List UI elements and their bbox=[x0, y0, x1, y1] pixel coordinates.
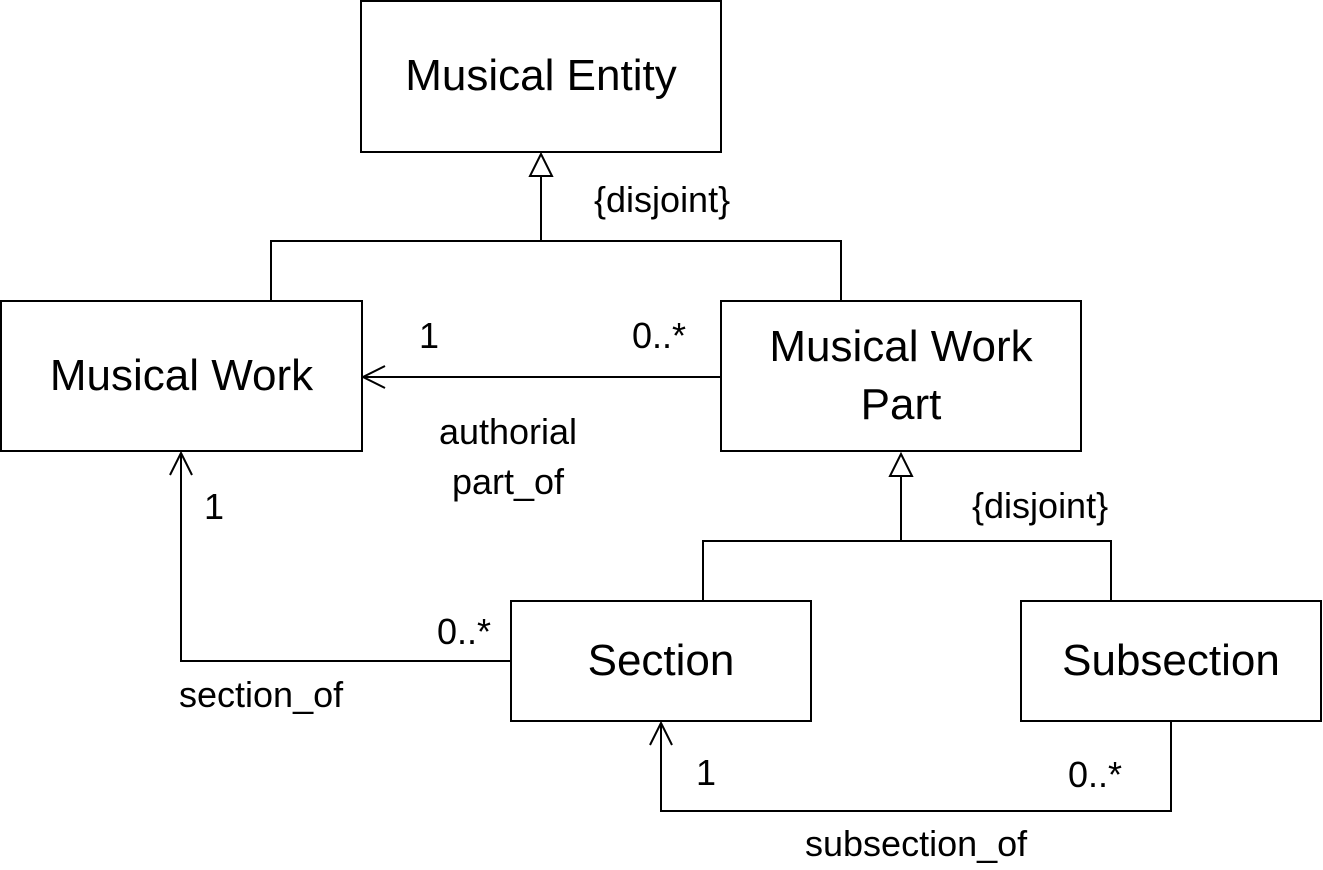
association-subsection-of-arrow bbox=[649, 720, 673, 746]
constraint-disjoint-top: {disjoint} bbox=[594, 179, 731, 220]
class-subsection-label: Subsection bbox=[1062, 635, 1280, 685]
generalization-musical-work-part-line bbox=[541, 240, 842, 301]
class-musical-work-label: Musical Work bbox=[49, 350, 314, 400]
class-musical-work[interactable]: Musical Work bbox=[0, 300, 363, 452]
association-section-of-line bbox=[180, 453, 511, 662]
association-subsection-of-line bbox=[660, 721, 1172, 812]
association-authorial-part-of-name-line-2: part_of bbox=[451, 461, 565, 503]
class-musical-entity[interactable]: Musical Entity bbox=[360, 0, 722, 153]
multiplicity-subsection-of-source: 0..* bbox=[1068, 754, 1123, 795]
generalization-arrowhead-bottom bbox=[888, 451, 914, 477]
generalization-musical-work-line bbox=[270, 240, 541, 301]
association-authorial-part-of-name-line-1: authorial bbox=[438, 411, 578, 452]
multiplicity-authorial-source: 0..* bbox=[632, 315, 687, 356]
class-section-label: Section bbox=[587, 635, 735, 685]
association-authorial-part-of-arrow bbox=[360, 365, 386, 389]
multiplicity-section-of-source: 0..* bbox=[437, 611, 492, 652]
class-section[interactable]: Section bbox=[510, 600, 812, 722]
association-authorial-part-of-name: authorial part_of bbox=[408, 410, 608, 503]
generalization-arrowhead-top bbox=[528, 151, 554, 177]
generalization-section-line bbox=[702, 540, 901, 601]
class-musical-work-part[interactable]: Musical Work Part bbox=[720, 300, 1082, 452]
class-subsection[interactable]: Subsection bbox=[1020, 600, 1322, 722]
multiplicity-subsection-of-target: 1 bbox=[696, 752, 717, 793]
multiplicity-section-of-target: 1 bbox=[204, 486, 225, 527]
association-subsection-of-name: subsection_of bbox=[805, 823, 1028, 864]
multiplicity-authorial-target: 1 bbox=[419, 315, 440, 356]
generalization-subsection-line bbox=[901, 540, 1112, 601]
association-section-of-arrow bbox=[169, 450, 193, 476]
constraint-disjoint-bottom: {disjoint} bbox=[972, 485, 1109, 526]
class-musical-work-part-label-line-1: Musical Work bbox=[769, 321, 1033, 371]
association-section-of-name: section_of bbox=[179, 674, 344, 715]
class-musical-entity-label: Musical Entity bbox=[405, 51, 677, 101]
class-musical-work-part-label-line-2: Part bbox=[860, 380, 942, 429]
